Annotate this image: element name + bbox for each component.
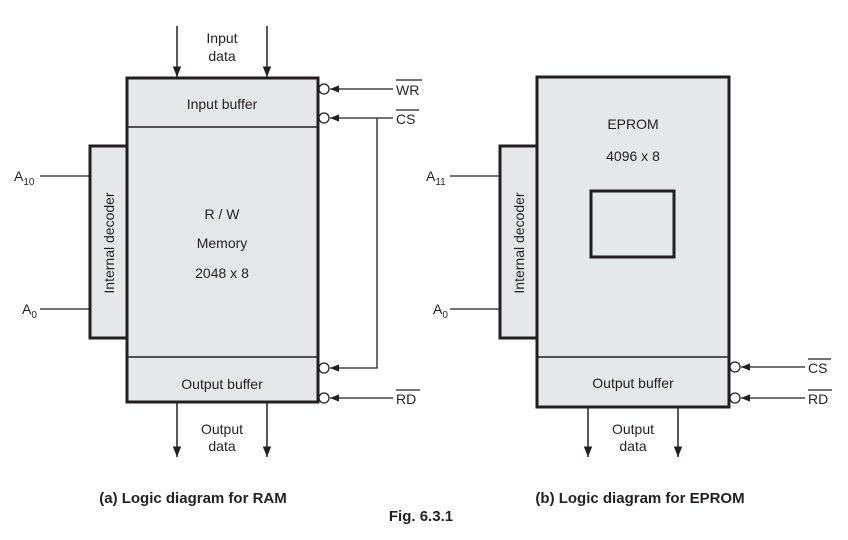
eprom-internal-decoder (498, 144, 539, 340)
eprom-output-data-label-1: Output (612, 421, 654, 437)
cs-inversion-bubble-input (318, 112, 330, 124)
wr-signal-label: WR (396, 82, 419, 98)
eprom-address-low-label: A0 (433, 301, 448, 321)
ram-memory-line-2: Memory (197, 235, 248, 251)
eprom-caption: (b) Logic diagram for EPROM (535, 490, 744, 507)
eprom-output-buffer-label: Output buffer (592, 375, 674, 391)
ram-output-data-label-2: data (208, 438, 235, 454)
input-buffer-label: Input buffer (187, 96, 258, 112)
eprom-output-data-label-2: data (619, 438, 646, 454)
ram-memory-line-1: R / W (205, 206, 241, 222)
ram-caption: (a) Logic diagram for RAM (99, 490, 287, 507)
cs-inversion-bubble-output (318, 362, 330, 374)
cs-signal-label: CS (396, 111, 415, 127)
ram-output-buffer-label: Output buffer (181, 376, 263, 392)
eprom-cs-signal-label: CS (808, 360, 827, 376)
eprom-block (535, 75, 731, 409)
eprom-window (589, 189, 676, 259)
ram-diagram: Input data Input buffer R / W Memory 204… (14, 26, 422, 507)
cs-signal-line-output (330, 118, 378, 372)
rd-inversion-bubble (318, 392, 330, 404)
eprom-cs-inversion-bubble (729, 361, 741, 373)
eprom-rd-inversion-bubble (729, 392, 741, 404)
input-data-label-2: data (208, 48, 235, 64)
ram-output-data-label-1: Output (201, 421, 243, 437)
eprom-address-high-label: A11 (426, 168, 446, 188)
ram-decoder-label: Internal decoder (101, 192, 117, 294)
figure-caption: Fig. 6.3.1 (389, 508, 453, 525)
eprom-decoder-label: Internal decoder (511, 192, 527, 294)
rd-signal-label: RD (396, 391, 416, 407)
ram-internal-decoder (88, 144, 129, 340)
eprom-diagram: EPROM 4096 x 8 Output buffer Internal de… (426, 75, 832, 507)
ram-address-high-label: A10 (14, 168, 35, 188)
ram-memory-line-3: 2048 x 8 (195, 265, 249, 281)
input-data-label-1: Input (206, 30, 237, 46)
eprom-rd-signal-label: RD (808, 391, 828, 407)
eprom-memory-line-1: EPROM (607, 116, 658, 132)
ram-address-low-label: A0 (22, 301, 37, 321)
wr-inversion-bubble (318, 83, 330, 95)
eprom-memory-line-2: 4096 x 8 (606, 148, 660, 164)
